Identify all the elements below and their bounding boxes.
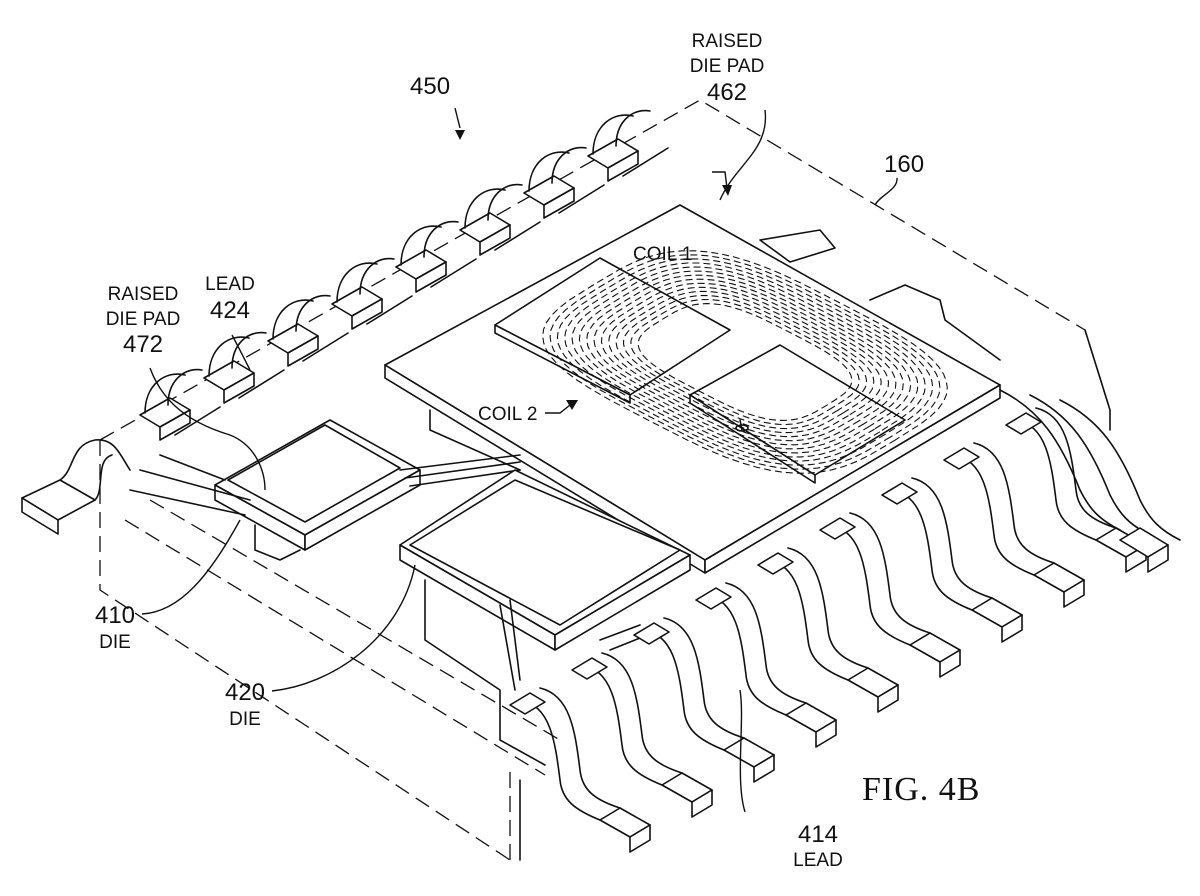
label-coil-2: COIL 2	[478, 404, 538, 425]
coil-windings	[542, 250, 948, 474]
svg-text:424: 424	[210, 297, 250, 324]
back-lead	[459, 183, 541, 256]
back-lead	[523, 146, 605, 219]
front-lead	[757, 547, 899, 713]
label-raised-die-pad-472: RAISED DIE PAD 472	[106, 284, 181, 358]
back-lead	[139, 368, 221, 441]
back-lead-row	[139, 109, 669, 441]
front-lead	[819, 512, 961, 678]
leader-lines	[141, 107, 898, 813]
coil-2-turn	[542, 250, 948, 474]
front-lead	[695, 582, 837, 748]
svg-text:LEAD: LEAD	[205, 274, 255, 295]
right-lead-row	[999, 389, 1181, 573]
coil-1-turn	[622, 294, 868, 430]
svg-text:LEAD: LEAD	[793, 850, 843, 871]
die-410	[129, 424, 521, 523]
front-lead-row	[509, 407, 1147, 853]
coil-2-turn	[571, 266, 919, 458]
back-lead	[331, 257, 413, 330]
svg-text:DIE: DIE	[99, 632, 131, 653]
front-lead	[633, 617, 775, 783]
raised-die-pad-462	[384, 204, 1001, 574]
label-lead-414: 414 LEAD	[793, 821, 843, 871]
label-package-160: 160	[884, 151, 924, 178]
label-die-420: 420 DIE	[225, 679, 265, 730]
right-lead	[1029, 394, 1151, 536]
back-lead	[267, 294, 349, 367]
coil-2-turn	[564, 262, 926, 462]
back-lead	[203, 331, 285, 404]
front-lead	[881, 477, 1023, 643]
svg-text:420: 420	[225, 679, 265, 706]
coil-1-turn	[630, 298, 860, 426]
coil-1-turn	[608, 286, 882, 438]
svg-text:DIE PAD: DIE PAD	[690, 56, 765, 77]
ref-450: 450	[410, 73, 450, 100]
coil-2-turn	[578, 270, 912, 454]
svg-text:410: 410	[95, 602, 135, 629]
svg-text:RAISED: RAISED	[692, 31, 763, 52]
front-lead	[943, 442, 1085, 608]
coil-1-turn	[593, 278, 897, 446]
front-lead	[509, 687, 651, 853]
svg-text:COIL 2: COIL 2	[478, 404, 538, 425]
back-lead	[587, 109, 669, 182]
label-raised-die-pad-462: RAISED DIE PAD 462	[690, 31, 765, 106]
label-assembly-450: 450	[410, 73, 450, 100]
svg-text:472: 472	[123, 331, 163, 358]
coil-2-turn	[556, 258, 934, 466]
svg-text:RAISED: RAISED	[108, 284, 179, 305]
svg-text:COIL 1: COIL 1	[633, 244, 693, 265]
back-lead	[395, 220, 477, 293]
coil-1-turn	[637, 303, 853, 421]
label-die-410: 410 DIE	[95, 602, 135, 653]
svg-text:DIE PAD: DIE PAD	[106, 309, 181, 330]
die-420	[409, 479, 681, 766]
svg-text:DIE: DIE	[229, 709, 261, 730]
left-end-lead	[21, 439, 131, 535]
ref-160: 160	[884, 151, 924, 178]
figure-caption: FIG. 4B	[862, 771, 980, 808]
coil-2-turn	[586, 274, 904, 450]
label-coil-1: COIL 1	[633, 244, 693, 265]
coil-1-turn	[600, 282, 890, 442]
right-lead	[999, 389, 1121, 531]
right-lead	[1059, 399, 1181, 541]
svg-text:462: 462	[707, 79, 747, 106]
label-lead-424: LEAD 424	[205, 274, 255, 324]
front-lead	[571, 652, 713, 818]
coil-1-turn	[615, 290, 875, 434]
coil-2-turn	[549, 254, 941, 470]
svg-text:414: 414	[798, 821, 838, 848]
